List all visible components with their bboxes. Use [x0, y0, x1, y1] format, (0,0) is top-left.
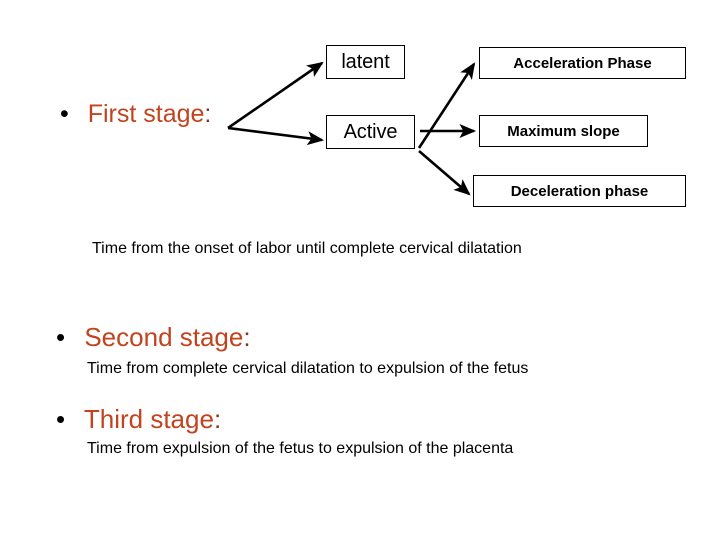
- node-box-latent[interactable]: latent: [326, 45, 405, 79]
- third-stage-colon: :: [213, 404, 222, 434]
- third-stage-heading: • Third stage:: [56, 404, 221, 435]
- first-stage-heading: • First stage:: [60, 100, 211, 129]
- arrow-active-to-deceleration: [418, 150, 471, 196]
- first-stage-title: First stage: [87, 100, 205, 128]
- arrow-first-stage-to-active: [227, 126, 325, 146]
- third-stage-bullet: •: [56, 404, 66, 434]
- node-box-active[interactable]: Active: [326, 115, 415, 149]
- second-stage-colon: :: [243, 322, 251, 352]
- second-stage-bullet: •: [56, 322, 66, 352]
- second-stage-title: Second stage: [84, 322, 244, 352]
- first-stage-colon: :: [204, 100, 212, 128]
- second-stage-heading: • Second stage:: [56, 322, 251, 353]
- third-stage-description: Time from expulsion of the fetus to expu…: [87, 440, 514, 457]
- node-box-acceleration-phase[interactable]: Acceleration Phase: [479, 47, 686, 79]
- first-stage-bullet: •: [60, 100, 69, 128]
- node-box-deceleration-phase[interactable]: Deceleration phase: [473, 175, 686, 207]
- node-box-maximum-slope[interactable]: Maximum slope: [479, 115, 648, 147]
- arrow-first-stage-to-latent: [227, 61, 324, 130]
- arrow-active-to-acceleration: [417, 62, 476, 149]
- first-stage-description: Time from the onset of labor until compl…: [92, 240, 522, 257]
- third-stage-title: Third stage: [83, 404, 214, 434]
- second-stage-description: Time from complete cervical dilatation t…: [87, 360, 529, 377]
